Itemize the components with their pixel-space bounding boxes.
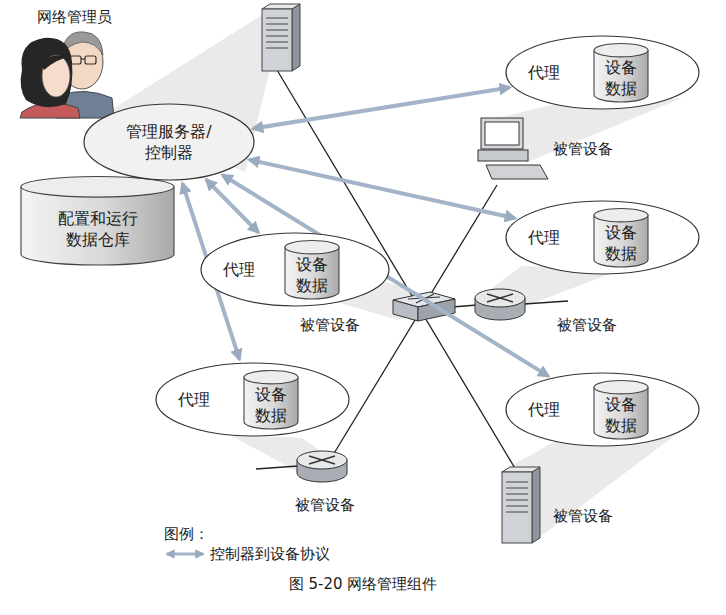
device-data-cylinder: 设备 数据: [243, 370, 299, 430]
legend-text: 控制器到设备协议: [210, 545, 330, 563]
agent-ellipse: 代理设备 数据: [505, 35, 700, 110]
management-server-ellipse: 管理服务器/ 控制器: [83, 103, 255, 181]
management-server-ellipse-outline: [83, 103, 255, 181]
device-label: 被管设备: [557, 316, 617, 334]
node-text: 配置和运行 数据仓库: [48, 196, 147, 262]
device-label: 被管设备: [295, 496, 355, 514]
node-text: 代理: [517, 200, 571, 275]
light-beam: [108, 15, 682, 540]
device-data-cylinder: 设备 数据: [593, 43, 649, 103]
node-text: 代理: [212, 232, 266, 307]
protocol-arrow: [249, 160, 515, 219]
figure-caption: 图 5-20 网络管理组件: [0, 575, 726, 593]
device-data-cylinder: 设备 数据: [593, 208, 649, 268]
router-icon: [475, 289, 525, 320]
device-data-cylinder: 设备 数据: [284, 240, 340, 300]
role-label: 网络管理员: [37, 8, 112, 26]
legend-arrow: [163, 547, 207, 561]
node-text: 管理服务器/ 控制器: [123, 111, 215, 173]
router-icon: [297, 451, 347, 482]
node-text: 设备 数据: [597, 392, 645, 438]
node-text: 设备 数据: [597, 55, 645, 101]
computer-icon: [478, 118, 548, 179]
administrator-figure: [20, 32, 114, 118]
agent-ellipse: 代理设备 数据: [505, 372, 700, 447]
device-data-cylinder: 设备 数据: [593, 380, 649, 440]
node-text: 代理: [517, 35, 571, 110]
device-label: 被管设备: [553, 140, 613, 158]
agent-ellipse: 代理设备 数据: [155, 362, 350, 437]
legend-heading: 图例：: [164, 525, 209, 543]
server-tower: [502, 467, 540, 543]
agent-ellipse: 代理设备 数据: [505, 200, 700, 275]
protocol-arrow: [206, 180, 258, 233]
node-text: 代理: [517, 372, 571, 447]
data-warehouse-cylinder: 配置和运行 数据仓库: [20, 176, 175, 266]
device-label: 被管设备: [300, 316, 360, 334]
agent-ellipse: 代理设备 数据: [200, 232, 390, 307]
node-text: 代理: [167, 362, 221, 437]
protocol-arrow: [253, 87, 509, 128]
node-text: 设备 数据: [247, 382, 295, 428]
node-text: 设备 数据: [288, 252, 336, 298]
device-label: 被管设备: [553, 507, 613, 525]
server-tower: [262, 4, 300, 71]
node-text: 设备 数据: [597, 220, 645, 266]
switch-icon: [393, 292, 455, 321]
